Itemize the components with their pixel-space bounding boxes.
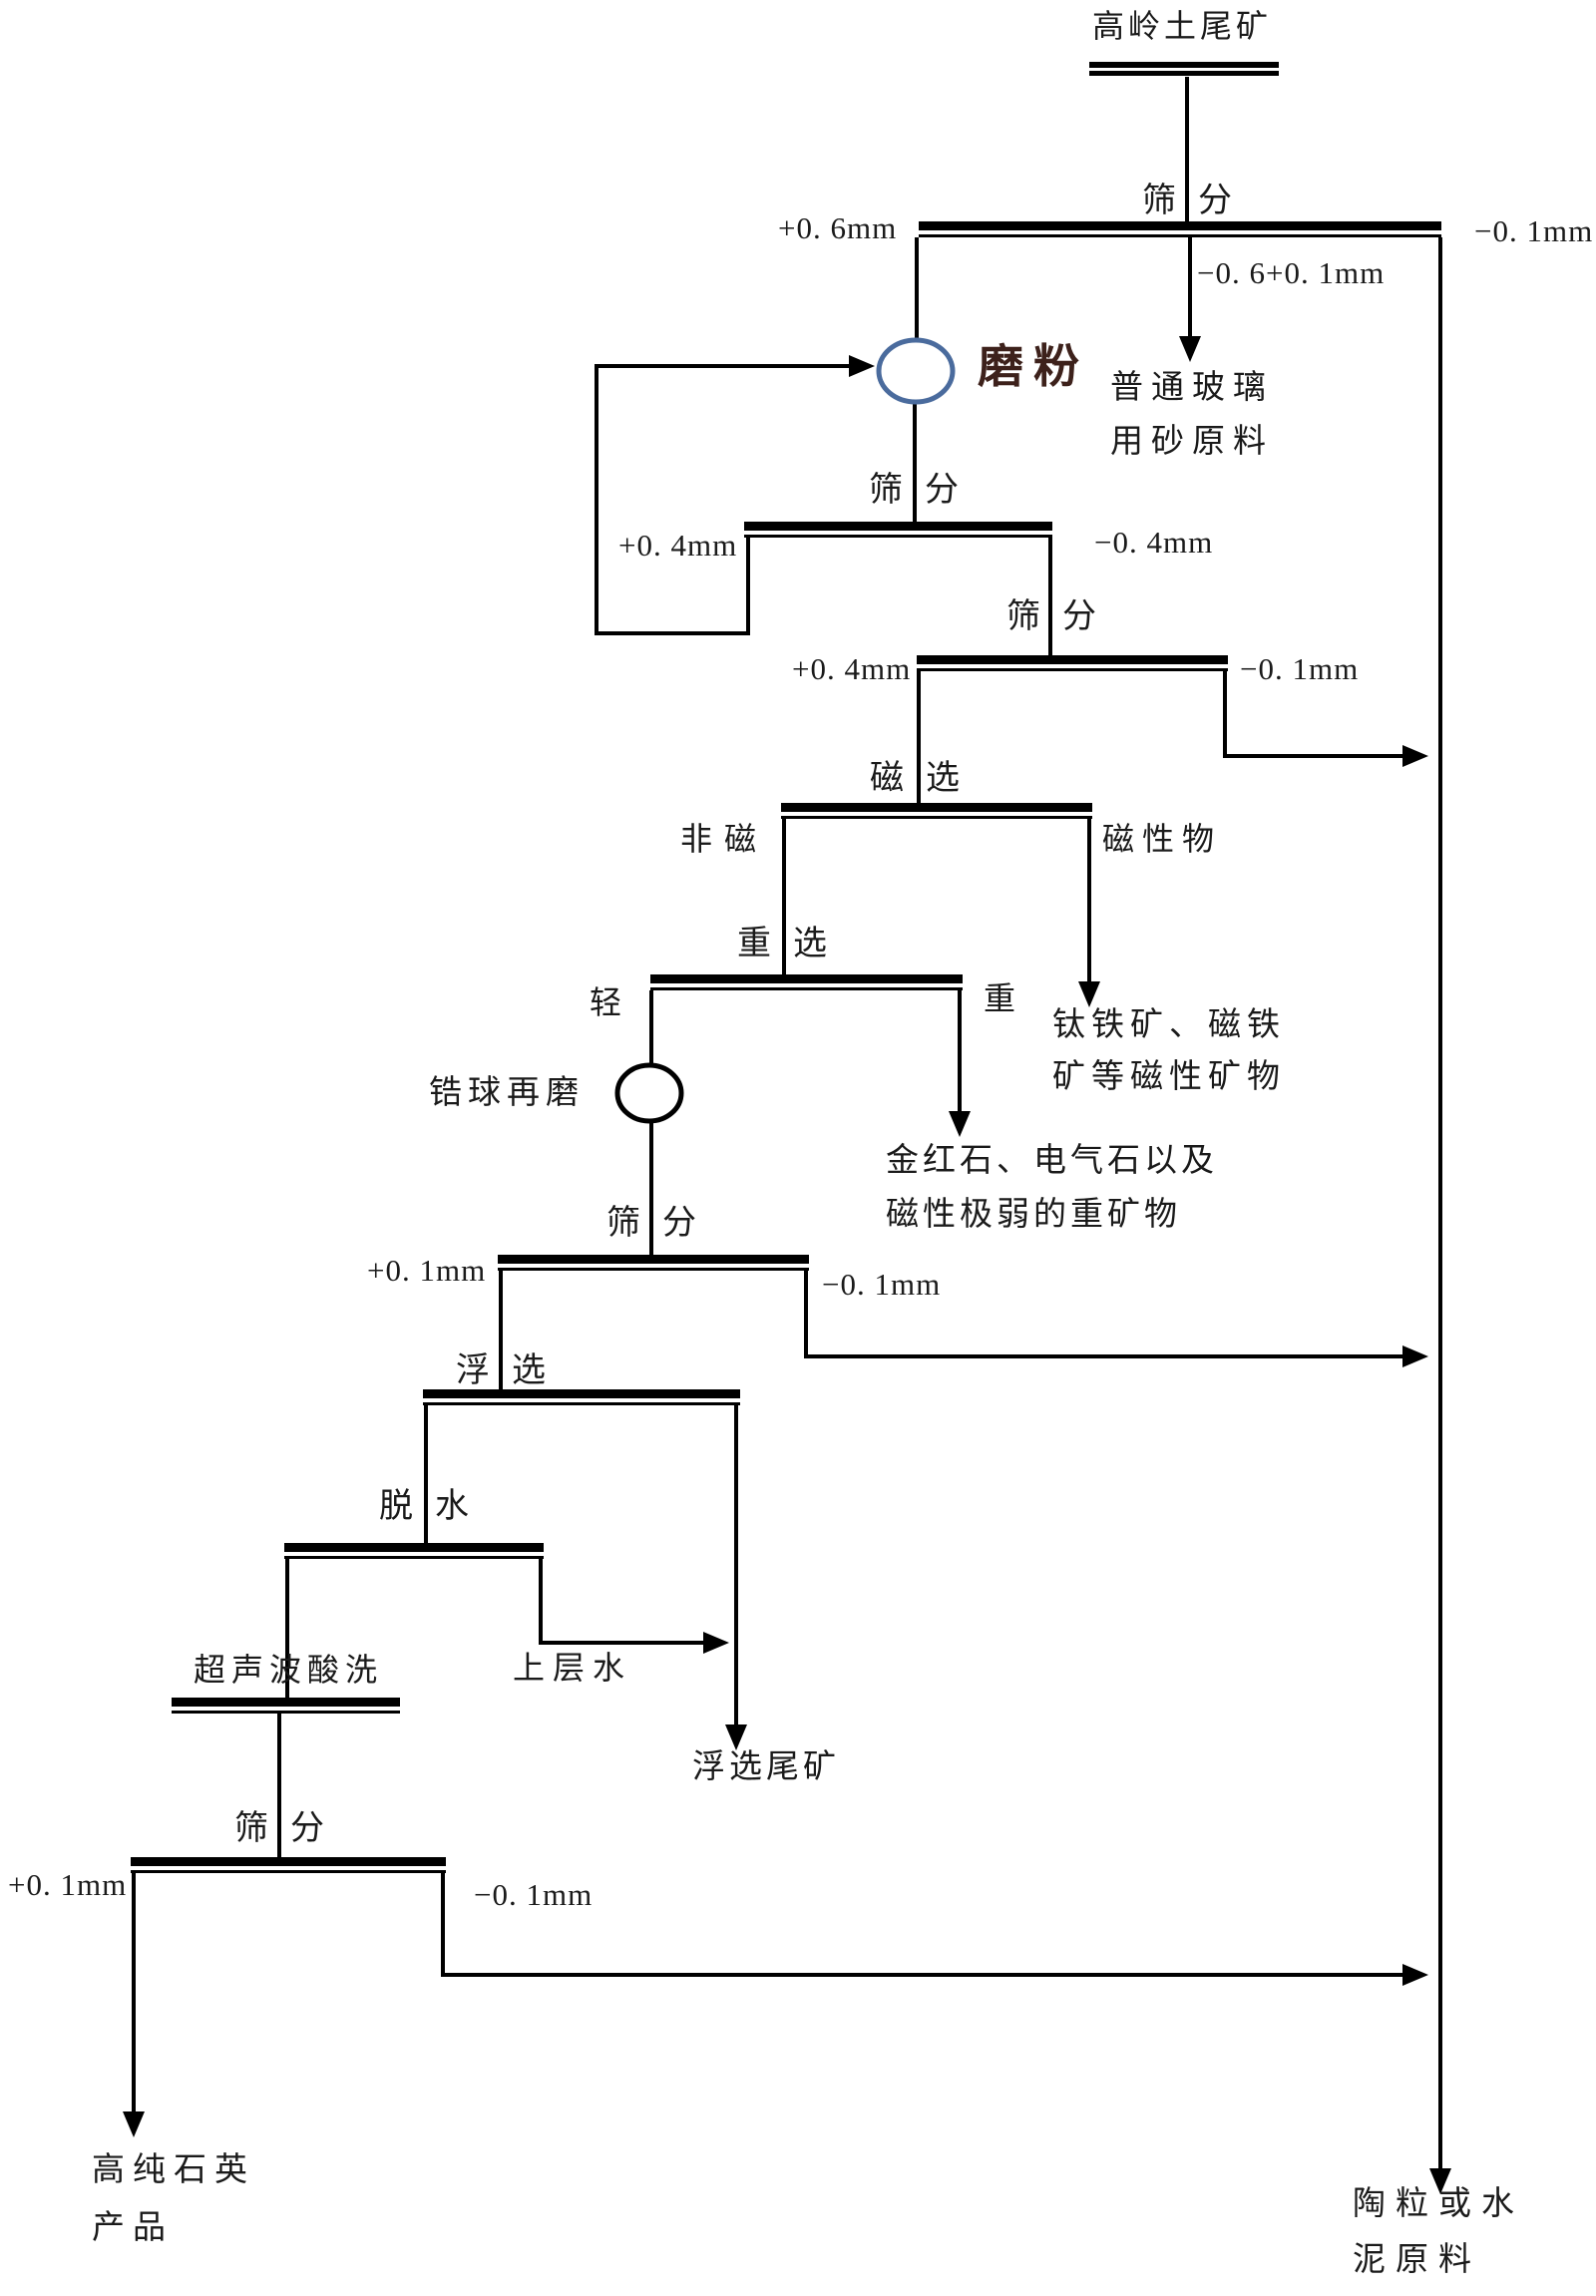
heavy-minerals-label-line1: 金红石、电气石以及 [886, 1143, 1218, 1179]
arrow-to-quartz-product [123, 2111, 145, 2137]
ceramsite-label-line1: 陶粒或水 [1353, 2186, 1524, 2222]
arrow-to-heavy-minerals [949, 1111, 971, 1137]
screen-symbols [131, 221, 1441, 1873]
arrow-to-magnetic-minerals [1078, 981, 1100, 1007]
screen1-oversize-label: +0. 6mm [778, 210, 898, 245]
acid-wash-label: 超声波酸洗 [194, 1652, 384, 1688]
screen5-bar [131, 1857, 446, 1873]
source-title: 高岭土尾矿 [1092, 8, 1273, 44]
dewatering-bar [284, 1543, 544, 1559]
screen2-oversize-label: +0. 4mm [618, 528, 738, 563]
screen5-undersize-label: −0. 1mm [474, 1877, 594, 1912]
grinder-circle [876, 337, 956, 405]
upper-water-label: 上层水 [513, 1650, 633, 1686]
gravity-separation-bar [650, 974, 963, 990]
screen3-undersize-label: −0. 1mm [1240, 651, 1360, 686]
screen5-oversize-label: +0. 1mm [8, 1867, 128, 1902]
ceramsite-label-line2: 泥原料 [1353, 2242, 1481, 2278]
arrow-screen5-undersize [1402, 1964, 1428, 1986]
gravity-separation-label: 重选 [737, 926, 849, 962]
flotation-tailings-label: 浮选尾矿 [692, 1749, 840, 1785]
arrow-screen3-undersize [1402, 745, 1428, 767]
magnetic-separation-label: 磁选 [870, 760, 982, 797]
heavy-minerals-label-line2: 磁性极弱的重矿物 [886, 1197, 1181, 1233]
grinding-label: 磨粉 [978, 341, 1089, 392]
screen3-bar [917, 655, 1228, 671]
screen5-label: 筛分 [234, 1810, 346, 1847]
screen4-bar [498, 1255, 809, 1271]
screen2-bar [744, 522, 1052, 538]
regrind-label: 锆球再磨 [429, 1075, 585, 1111]
flotation-bar [423, 1389, 740, 1405]
screen4-oversize-label: +0. 1mm [367, 1253, 487, 1288]
arrow-upper-water [703, 1632, 729, 1654]
glass-sand-label-line2: 用砂原料 [1110, 424, 1274, 460]
regrind-circle [614, 1062, 684, 1124]
arrow-to-ceramsite [1429, 2168, 1451, 2194]
source-underline [1089, 62, 1279, 76]
arrow-screen4-undersize [1402, 1345, 1428, 1367]
arrowheads [123, 336, 1451, 2194]
flotation-label: 浮选 [456, 1352, 568, 1389]
quartz-product-label-line2: 产品 [92, 2210, 174, 2246]
screen1-middling-label: −0. 6+0. 1mm [1197, 255, 1386, 290]
light-stream-label: 轻 [590, 984, 622, 1020]
screen2-undersize-label: −0. 4mm [1094, 525, 1214, 560]
screen2-label: 筛分 [869, 472, 981, 509]
screen4-undersize-label: −0. 1mm [822, 1267, 942, 1302]
magnetic-minerals-label-line1: 钛铁矿、磁铁 [1052, 1007, 1286, 1043]
screen3-label: 筛分 [1006, 598, 1118, 635]
arrow-to-glass-sand [1179, 336, 1201, 362]
screen1-undersize-label: −0. 1mm [1474, 213, 1594, 248]
magnetic-stream-label: 磁性物 [1102, 821, 1223, 857]
arrow-into-grinder [849, 355, 875, 377]
flow-lines [132, 77, 1442, 2170]
screen4-label: 筛分 [606, 1205, 718, 1242]
acid-wash-bar [172, 1698, 400, 1714]
dewatering-label: 脱水 [379, 1488, 491, 1525]
screen1-bar [919, 221, 1441, 237]
quartz-product-label-line1: 高纯石英 [92, 2152, 255, 2188]
magnetic-minerals-label-line2: 矿等磁性矿物 [1052, 1059, 1286, 1095]
arrow-to-flotation-tailings [725, 1724, 747, 1750]
nonmagnetic-stream-label: 非磁 [680, 821, 769, 857]
screen3-oversize-label: +0. 4mm [792, 651, 912, 686]
heavy-stream-label: 重 [984, 980, 1016, 1016]
glass-sand-label-line1: 普通玻璃 [1110, 370, 1274, 406]
screen1-label: 筛分 [1142, 183, 1254, 219]
magnetic-separation-bar [781, 803, 1092, 819]
